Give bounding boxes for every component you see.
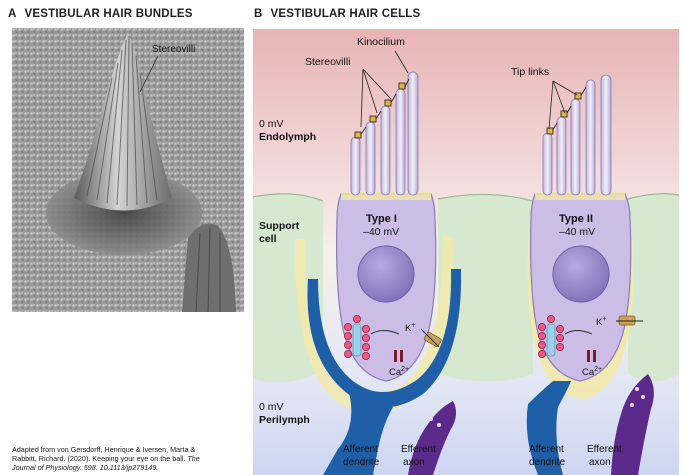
support-cell-right [628, 194, 679, 382]
panel-b-title: B VESTIBULAR HAIR CELLS [254, 8, 420, 20]
afferent-label-i-1: Afferent [343, 444, 378, 455]
kinocilium-label: Kinocilium [357, 36, 405, 48]
afferent-label-ii-2: dendrite [529, 457, 566, 468]
type-ii-voltage: –40 mV [559, 226, 595, 238]
afferent-label-i-2: dendrite [343, 457, 380, 468]
endolymph-mv-label: 0 mV [259, 118, 284, 130]
stereovilli-label: Stereovilli [305, 56, 351, 68]
panel-a-title-text: VESTIBULAR HAIR BUNDLES [25, 8, 193, 20]
support-label: Support [259, 220, 300, 232]
hair-cell-diagram: Kinocilium Stereovilli Tip links 0 mV En… [253, 29, 679, 475]
tip-links-label: Tip links [511, 66, 549, 78]
perilymph-mv-label: 0 mV [259, 401, 284, 413]
caption-line-2-text: Rabbitt, Richard. (2020). Keeping your e… [12, 454, 187, 463]
panel-b-title-text: VESTIBULAR HAIR CELLS [271, 8, 421, 20]
efferent-label-ii-2: axon [589, 457, 611, 468]
panel-b-letter: B [254, 8, 263, 20]
efferent-label-i-1: Efferent [401, 444, 436, 455]
type-i-nucleus [358, 246, 414, 302]
caption-line-2-journal: The [187, 454, 199, 463]
panel-a-letter: A [8, 8, 17, 20]
perilymph-label: Perilymph [259, 414, 310, 426]
endolymph-label: Endolymph [259, 131, 316, 143]
type-i-name: Type I [366, 213, 397, 225]
panel-a-title: A VESTIBULAR HAIR BUNDLES [8, 8, 193, 20]
type-i-voltage: –40 mV [363, 226, 399, 238]
attribution-caption: Adapted from von Gersdorff, Henrique & I… [12, 445, 250, 472]
type-ii-name: Type II [559, 213, 593, 225]
caption-line-3: Journal of Physiology. 598. 10.1113/jp27… [12, 463, 250, 472]
efferent-label-ii-1: Efferent [587, 444, 622, 455]
efferent-label-i-2: axon [403, 457, 425, 468]
caption-line-2: Rabbitt, Richard. (2020). Keeping your e… [12, 454, 250, 463]
caption-line-1: Adapted from von Gersdorff, Henrique & I… [12, 445, 250, 454]
afferent-label-ii-1: Afferent [529, 444, 564, 455]
cell-label: cell [259, 233, 277, 245]
hair-bundle-micrograph: Stereovilli [12, 28, 244, 312]
kinocilium-ii [601, 75, 611, 195]
kinocilium-i [408, 72, 418, 195]
photo-stereovilli-label: Stereovilli [152, 44, 195, 55]
type-ii-nucleus [553, 246, 609, 302]
